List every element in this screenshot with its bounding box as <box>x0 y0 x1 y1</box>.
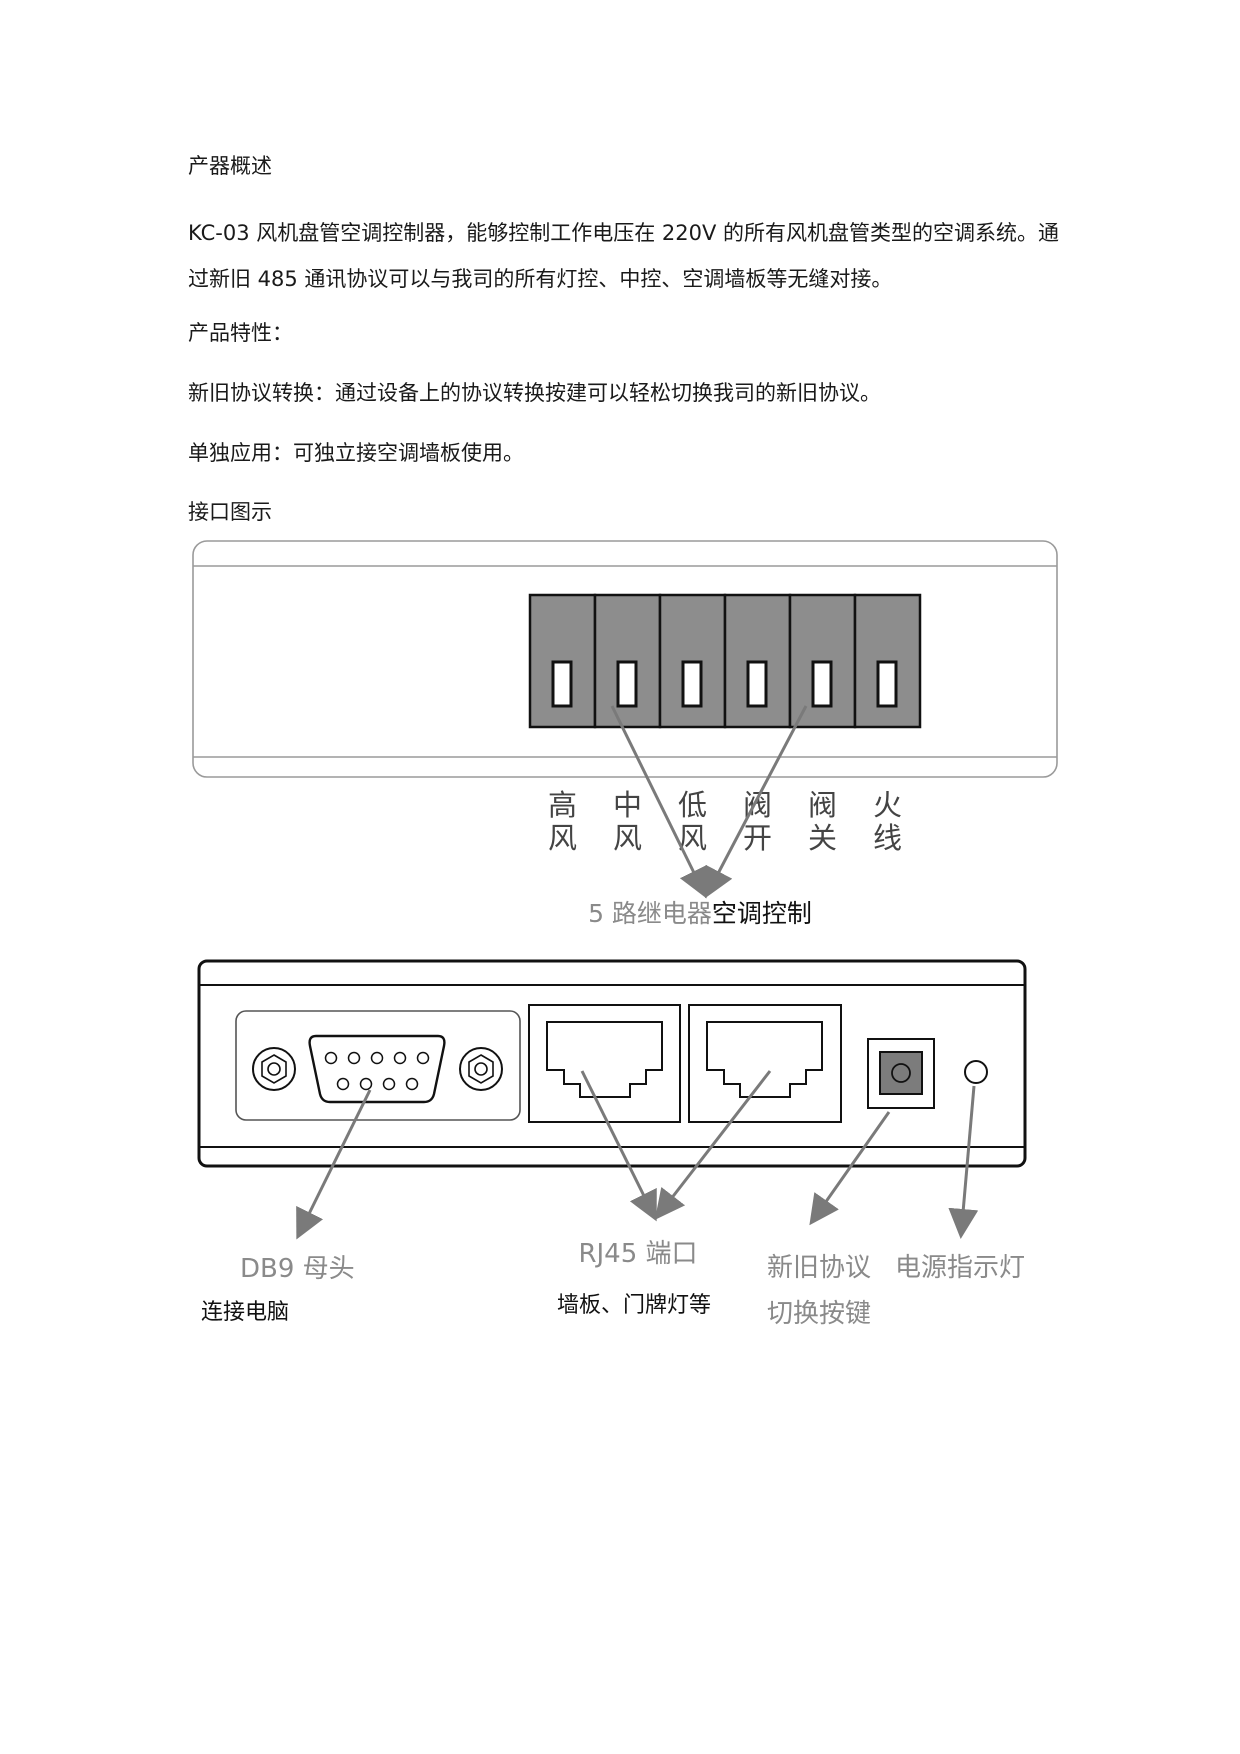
terminal-slot <box>788 593 857 729</box>
rj45-port-2 <box>688 1004 842 1123</box>
power-indicator-label: 电源指示灯 <box>895 1253 1025 1283</box>
overview-paragraph: KC-03 风机盘管空调控制器，能够控制工作电压在 220V 的所有风机盘管类型… <box>188 221 1060 291</box>
overview-heading: 产器概述 <box>188 154 272 178</box>
terminal-slot <box>528 593 597 729</box>
terminal-label-char: 风 <box>548 821 577 855</box>
db9-pin <box>405 1077 419 1091</box>
db9-label: DB9 母头 <box>240 1254 355 1284</box>
db9-pin <box>382 1077 396 1091</box>
terminal-label-char: 线 <box>873 821 902 855</box>
terminal-label-char: 中 <box>613 788 642 822</box>
arrow-rj45-right <box>654 1070 772 1220</box>
arrow-power-led <box>948 1085 979 1239</box>
terminal-label-char: 开 <box>743 821 772 855</box>
relay-caption-prefix: 5 路继电器 <box>588 899 712 928</box>
interface-heading: 接口图示 <box>188 500 272 524</box>
terminal-label-char: 低 <box>678 788 707 822</box>
rj45-port-1 <box>528 1004 681 1123</box>
db9-pin <box>393 1051 407 1065</box>
protocol-switch-label-line2: 切换按键 <box>767 1299 871 1329</box>
relay-caption-suffix: 空调控制 <box>712 899 812 928</box>
arrow-protocol-switch <box>809 1111 891 1226</box>
terminal-label-char: 火 <box>873 788 902 822</box>
arrow-rj45-left <box>580 1070 657 1222</box>
db9-pin <box>416 1051 430 1065</box>
arrow-db9 <box>296 1089 372 1240</box>
feature-protocol-switch: 新旧协议转换：通过设备上的协议转换按建可以轻松切换我司的新旧协议。 <box>188 381 881 405</box>
features-heading: 产品特性： <box>188 321 293 345</box>
relay-caption: 5 路继电器空调控制 <box>588 899 812 928</box>
db9-pin <box>336 1077 350 1091</box>
arrow-valve-close <box>705 705 808 899</box>
terminal-slot <box>658 593 727 729</box>
protocol-switch-button <box>867 1038 935 1109</box>
db9-description: 连接电脑 <box>201 1300 289 1325</box>
feature-standalone: 单独应用：可独立接空调墙板使用。 <box>188 441 524 465</box>
db9-connector <box>235 1010 521 1121</box>
terminal-label-char: 关 <box>808 821 837 855</box>
arrow-medium-fan <box>610 705 707 899</box>
terminal-slot <box>593 593 662 729</box>
terminal-label-char: 风 <box>613 821 642 855</box>
power-indicator-led <box>964 1060 988 1084</box>
db9-pin <box>324 1051 338 1065</box>
rj45-description: 墙板、门牌灯等 <box>557 1293 711 1318</box>
terminal-slot <box>853 593 922 729</box>
protocol-switch-label-line1: 新旧协议 <box>767 1253 871 1283</box>
db9-pin <box>370 1051 384 1065</box>
terminal-label-char: 阀 <box>808 788 837 822</box>
terminal-slot <box>723 593 792 729</box>
terminal-label-char: 高 <box>548 788 577 822</box>
rear-panel-diagram: DB9 母头 连接电脑 RJ45 端口 墙板、门牌灯等 新旧协议 切换按键 电源… <box>197 959 1027 1329</box>
rj45-label: RJ45 端口 <box>578 1239 697 1269</box>
db9-pin <box>347 1051 361 1065</box>
db9-pin <box>359 1077 373 1091</box>
